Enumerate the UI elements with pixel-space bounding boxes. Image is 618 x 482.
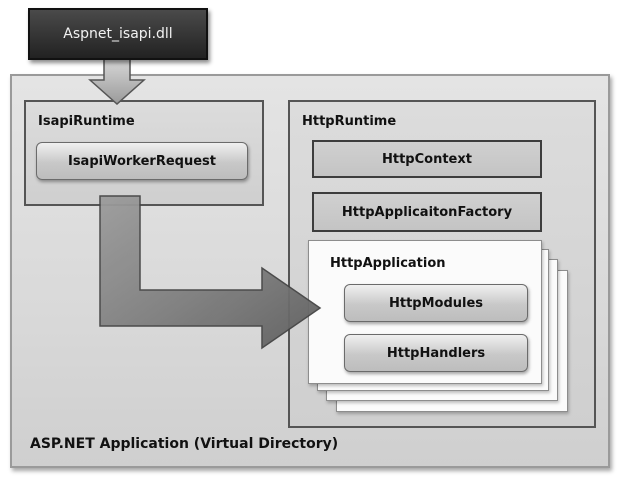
http-modules-node: HttpModules [344, 284, 528, 322]
http-application-factory-node: HttpApplicaitonFactory [312, 192, 542, 232]
isapi-to-http-application-arrow [99, 195, 322, 350]
http-runtime-title: HttpRuntime [302, 114, 397, 129]
http-application-title: HttpApplication [330, 256, 446, 271]
http-context-node: HttpContext [312, 140, 542, 178]
http-handlers-node: HttpHandlers [344, 334, 528, 372]
dll-to-isapi-arrow [88, 57, 146, 106]
isapi-runtime-title: IsapiRuntime [38, 114, 135, 129]
asp-net-application-label: ASP.NET Application (Virtual Directory) [30, 436, 339, 452]
isapi-worker-request-node: IsapiWorkerRequest [36, 142, 248, 180]
aspnet-isapi-dll-node: Aspnet_isapi.dll [28, 8, 208, 60]
